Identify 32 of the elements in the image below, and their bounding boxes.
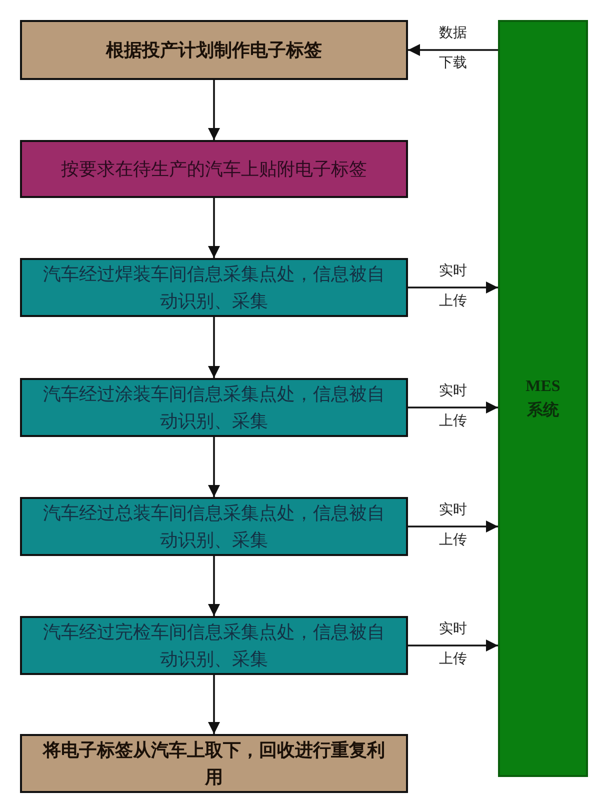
- system-bar: [498, 20, 588, 777]
- arrow: [208, 437, 220, 497]
- edge-label: 实时上传: [438, 620, 468, 668]
- edge-label: 实时上传: [438, 501, 468, 550]
- arrow: [408, 282, 498, 294]
- step-text: 根据投产计划制作电子标签: [106, 38, 322, 62]
- arrow: [208, 675, 220, 734]
- step-text: 汽车经过完检车间信息采集点处，信息被自动识别、采集: [42, 621, 386, 670]
- process-box: [20, 497, 408, 556]
- arrow: [408, 44, 498, 56]
- step-text: 汽车经过涂装车间信息采集点处，信息被自动识别、采集: [42, 383, 386, 432]
- process-box: [20, 258, 408, 317]
- process-box: [20, 616, 408, 675]
- step-text: 将电子标签从汽车上取下，回收进行重复利用: [42, 739, 386, 788]
- arrow: [408, 520, 498, 532]
- process-box: [20, 140, 408, 198]
- arrow: [208, 317, 220, 378]
- edge-label: 实时上传: [438, 382, 468, 430]
- step-text: 汽车经过总装车间信息采集点处，信息被自动识别、采集: [42, 502, 386, 552]
- arrow: [208, 198, 220, 258]
- edge-label: 实时上传: [438, 262, 468, 310]
- step-text: 按要求在待生产的汽车上贴附电子标签: [61, 158, 367, 181]
- process-box: [20, 734, 408, 793]
- step-text: 汽车经过焊装车间信息采集点处，信息被自动识别、采集: [42, 263, 386, 312]
- arrow: [208, 80, 220, 140]
- arrow: [408, 640, 498, 652]
- process-box: [20, 20, 408, 80]
- system-label: MES系统: [524, 377, 562, 420]
- arrow: [208, 556, 220, 616]
- edge-label: 数据下载: [438, 24, 468, 73]
- arrow: [408, 402, 498, 414]
- process-box: [20, 378, 408, 437]
